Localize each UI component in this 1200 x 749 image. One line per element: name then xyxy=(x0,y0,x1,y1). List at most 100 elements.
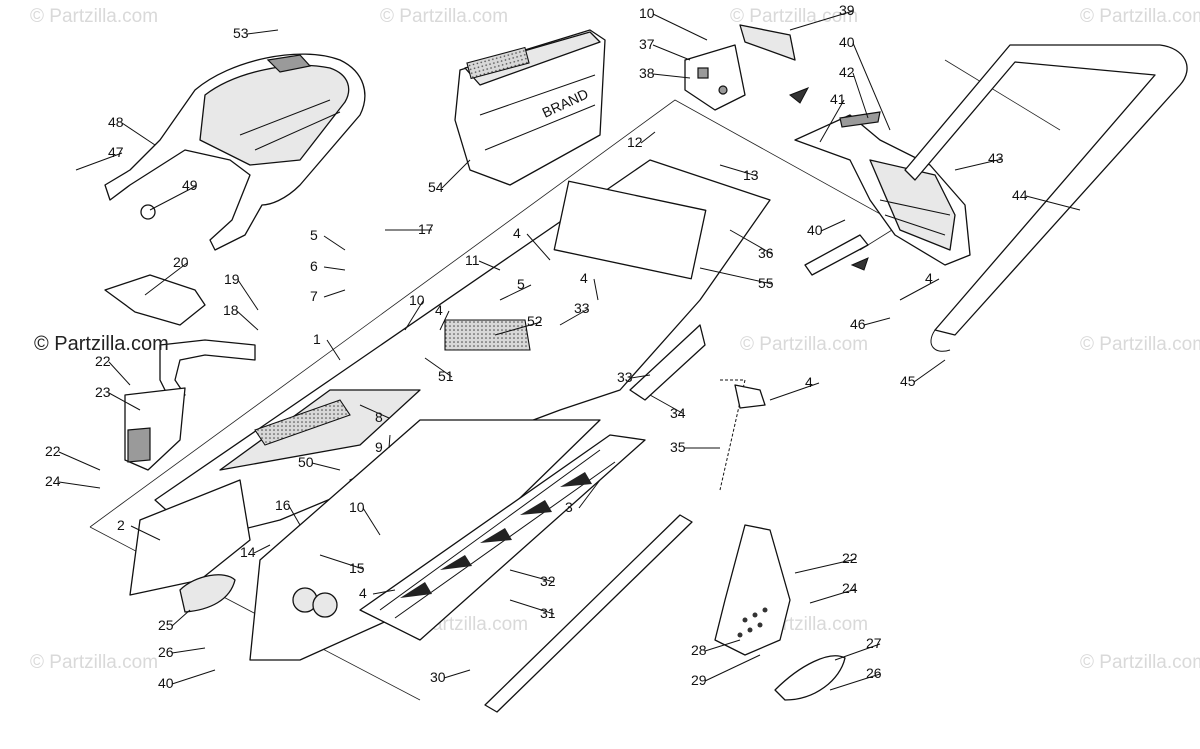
leader-line xyxy=(699,267,773,285)
callout-label: 45 xyxy=(900,373,916,389)
callout-label: 1 xyxy=(313,331,321,347)
leader-line xyxy=(372,589,396,595)
leader-line xyxy=(899,278,940,301)
callout-label: 43 xyxy=(988,150,1004,166)
callout-label: 49 xyxy=(182,177,198,193)
callout-label: 33 xyxy=(617,369,633,385)
callout-label: 4 xyxy=(513,225,521,241)
leader-line xyxy=(509,569,555,583)
leader-line xyxy=(323,289,346,298)
callout-label: 5 xyxy=(310,227,318,243)
leader-line xyxy=(130,525,161,541)
leader-line xyxy=(108,361,131,386)
leader-line xyxy=(171,609,191,627)
leader-line xyxy=(913,359,946,383)
callout-label: 46 xyxy=(850,316,866,332)
taillight-part xyxy=(684,24,796,111)
leader-line xyxy=(640,131,656,144)
leader-line xyxy=(499,284,532,301)
callout-label: 53 xyxy=(233,25,249,41)
watermark-text: © Partzilla.com xyxy=(1080,6,1200,27)
callout-label: 7 xyxy=(310,288,318,304)
leader-line xyxy=(794,558,857,574)
leader-line xyxy=(954,158,1003,171)
watermark-text: © Partzilla.com xyxy=(730,6,858,27)
leader-line xyxy=(593,278,599,301)
callout-label: 37 xyxy=(639,36,655,52)
callout-label: 27 xyxy=(866,635,882,651)
callout-label: 9 xyxy=(375,439,383,455)
callout-label: 31 xyxy=(540,605,556,621)
callout-label: 28 xyxy=(691,642,707,658)
leader-line xyxy=(578,479,601,509)
leader-line xyxy=(75,152,123,171)
leader-line xyxy=(820,219,846,232)
leader-line xyxy=(852,72,869,119)
leader-line xyxy=(809,588,857,604)
leader-line xyxy=(58,481,101,489)
leader-line xyxy=(652,13,708,41)
leader-line xyxy=(852,42,891,131)
callout-label: 17 xyxy=(418,221,434,237)
leader-line xyxy=(319,554,364,570)
side-panel-part xyxy=(629,324,766,491)
callout-label: 26 xyxy=(158,644,174,660)
callout-label: 5 xyxy=(517,276,525,292)
leader-line xyxy=(171,647,206,654)
storage-bag-part: BRAND xyxy=(454,29,606,186)
tube-part xyxy=(484,514,693,713)
callout-label: 29 xyxy=(691,672,707,688)
callout-label: 16 xyxy=(275,497,291,513)
callout-label: 40 xyxy=(158,675,174,691)
copyright-text: © Partzilla.com xyxy=(34,333,169,355)
leader-line xyxy=(834,643,881,661)
callout-label: 22 xyxy=(95,353,111,369)
leader-line xyxy=(237,279,259,311)
leader-line xyxy=(326,339,341,361)
rail-part xyxy=(359,434,646,641)
callout-label: 40 xyxy=(839,34,855,50)
watermark-text: © Partzilla.com xyxy=(30,6,158,27)
leader-line xyxy=(652,73,691,79)
leader-line xyxy=(253,544,271,554)
callout-label: 35 xyxy=(670,439,686,455)
leader-line xyxy=(171,669,216,685)
callout-label: 24 xyxy=(842,580,858,596)
callout-label: 10 xyxy=(349,499,365,515)
callout-label: 15 xyxy=(349,560,365,576)
snowflap-part xyxy=(789,87,971,276)
callout-label: 51 xyxy=(438,368,454,384)
callout-label: 12 xyxy=(627,134,643,150)
leader-line xyxy=(441,159,471,189)
watermark-text: © Partzilla.com xyxy=(380,6,508,27)
callout-label: 8 xyxy=(375,409,383,425)
callout-label: 44 xyxy=(1012,187,1028,203)
leader-line xyxy=(789,10,854,31)
leader-line xyxy=(323,266,346,271)
leader-line xyxy=(526,233,551,261)
leader-line xyxy=(729,229,773,255)
assembly-outline xyxy=(89,99,901,528)
rear-outline xyxy=(944,59,1061,131)
leader-line xyxy=(494,321,542,336)
watermark-text: © Partzilla.com xyxy=(30,652,158,673)
callout-label: 18 xyxy=(223,302,239,318)
callout-label: 32 xyxy=(540,573,556,589)
callout-label: 22 xyxy=(842,550,858,566)
callout-label: 25 xyxy=(158,617,174,633)
callout-label: 40 xyxy=(807,222,823,238)
callout-label: 20 xyxy=(173,254,189,270)
callout-label: 55 xyxy=(758,275,774,291)
leader-line xyxy=(769,382,820,401)
leader-line xyxy=(649,394,685,415)
callout-label: 52 xyxy=(527,313,543,329)
callout-label: 47 xyxy=(108,144,124,160)
leader-line xyxy=(559,308,589,326)
callout-label: 41 xyxy=(830,91,846,107)
callout-label: 13 xyxy=(743,167,759,183)
leader-line xyxy=(58,451,101,471)
bumper-part xyxy=(904,44,1188,352)
leader-line xyxy=(149,185,197,211)
